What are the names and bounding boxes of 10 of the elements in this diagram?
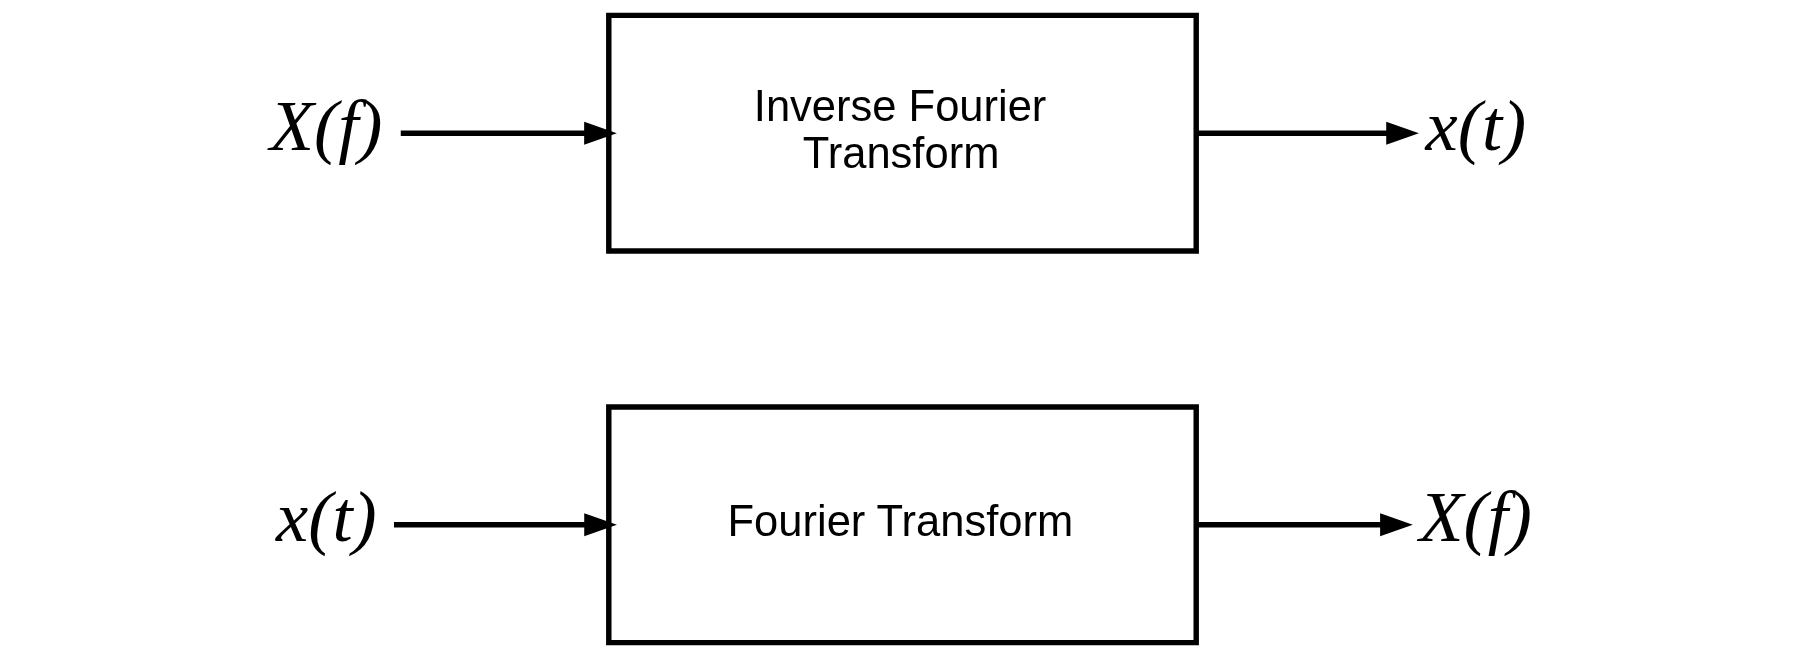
arrow	[394, 513, 617, 537]
arrow	[400, 121, 617, 145]
node-box: Inverse Fourier Transform	[606, 12, 1199, 254]
arrow	[1196, 513, 1413, 537]
node-text: x(t)	[276, 476, 377, 558]
node-text: X(f)	[1419, 476, 1532, 558]
node-box: Fourier Transform	[606, 404, 1199, 646]
node-text: X(f)	[269, 84, 383, 166]
node-text: x(t)	[1425, 84, 1527, 166]
arrow	[1196, 121, 1419, 145]
